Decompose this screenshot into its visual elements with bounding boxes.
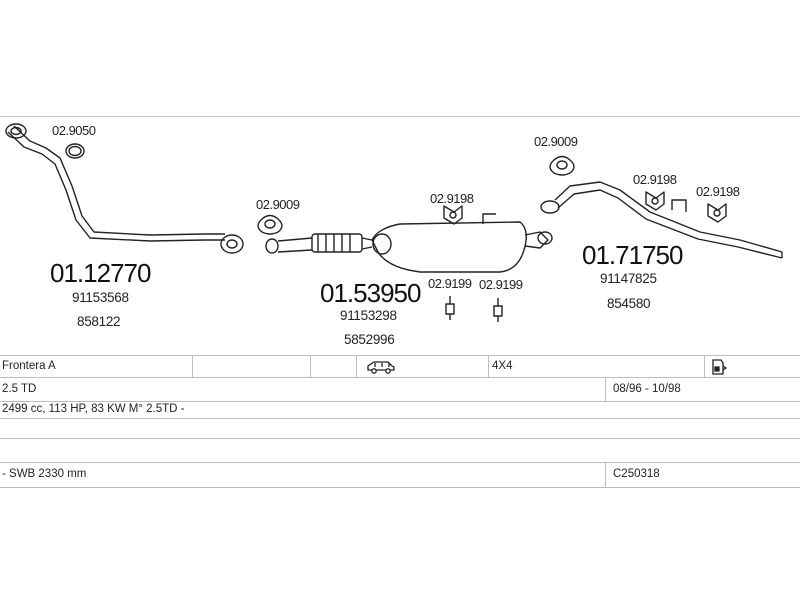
clamp-center-code: 02.9198 <box>430 191 474 206</box>
center-oem-1: 91153298 <box>340 308 397 323</box>
engine-spec: 2499 cc, 113 HP, 83 KW M° 2.5TD - <box>2 403 185 415</box>
center-part-number: 01.53950 <box>320 278 421 308</box>
front-pipe-oem-2: 858122 <box>77 314 121 329</box>
gasket-02-9050-drawing <box>65 143 85 159</box>
engine: 2.5 TD <box>2 383 37 395</box>
table-row-blank-2 <box>0 438 800 463</box>
front-pipe-part-number: 01.12770 <box>50 258 151 288</box>
divider <box>488 356 489 378</box>
gasket-02-9009-tail-drawing <box>549 155 575 176</box>
tail-oem-1: 91147825 <box>600 271 657 286</box>
divider <box>310 356 311 378</box>
mount-02-9199-a-drawing <box>445 296 455 320</box>
car-suv-icon <box>364 356 396 378</box>
mount-code-1: 02.9199 <box>428 276 472 291</box>
gasket-tail-code: 02.9009 <box>534 134 578 149</box>
clamp-02-9198-tail-a-drawing <box>645 191 665 211</box>
mount-02-9199-b-drawing <box>493 298 503 322</box>
model-name: Frontera A <box>2 360 56 372</box>
clamp-tail-code-1: 02.9198 <box>633 172 677 187</box>
table-row-model: Frontera A 4X4 <box>0 355 800 378</box>
clamp-02-9198-center-drawing <box>443 205 463 225</box>
mount-code-2: 02.9199 <box>479 277 523 292</box>
table-row-blank-1 <box>0 418 800 439</box>
center-muffler-drawing <box>265 213 553 273</box>
table-row-spec: 2499 cc, 113 HP, 83 KW M° 2.5TD - <box>0 401 800 419</box>
table-row-engine: 2.5 TD 08/96 - 10/98 <box>0 377 800 402</box>
gasket-front-code: 02.9050 <box>52 123 96 138</box>
drive-type: 4X4 <box>492 360 513 372</box>
tail-oem-2: 854580 <box>607 296 651 311</box>
gasket-02-9009-center-drawing <box>257 214 283 235</box>
table-row-wheelbase: - SWB 2330 mm C250318 <box>0 462 800 488</box>
clamp-02-9198-tail-b-drawing <box>707 203 727 223</box>
document-icon <box>708 356 728 378</box>
divider <box>605 378 606 402</box>
divider <box>356 356 357 378</box>
front-pipe-oem-1: 91153568 <box>72 290 129 305</box>
divider <box>704 356 705 378</box>
front-pipe-drawing <box>5 123 244 254</box>
divider <box>192 356 193 378</box>
divider <box>605 463 606 487</box>
production-years: 08/96 - 10/98 <box>613 383 681 395</box>
center-oem-2: 5852996 <box>344 332 395 347</box>
tail-pipe-drawing <box>540 181 783 259</box>
wheelbase: - SWB 2330 mm <box>2 468 87 480</box>
gasket-center-code: 02.9009 <box>256 197 300 212</box>
reference-code: C250318 <box>613 468 660 480</box>
clamp-tail-code-2: 02.9198 <box>696 184 740 199</box>
top-divider <box>0 116 800 117</box>
exhaust-drawing <box>5 123 783 322</box>
tail-part-number: 01.71750 <box>582 240 683 270</box>
